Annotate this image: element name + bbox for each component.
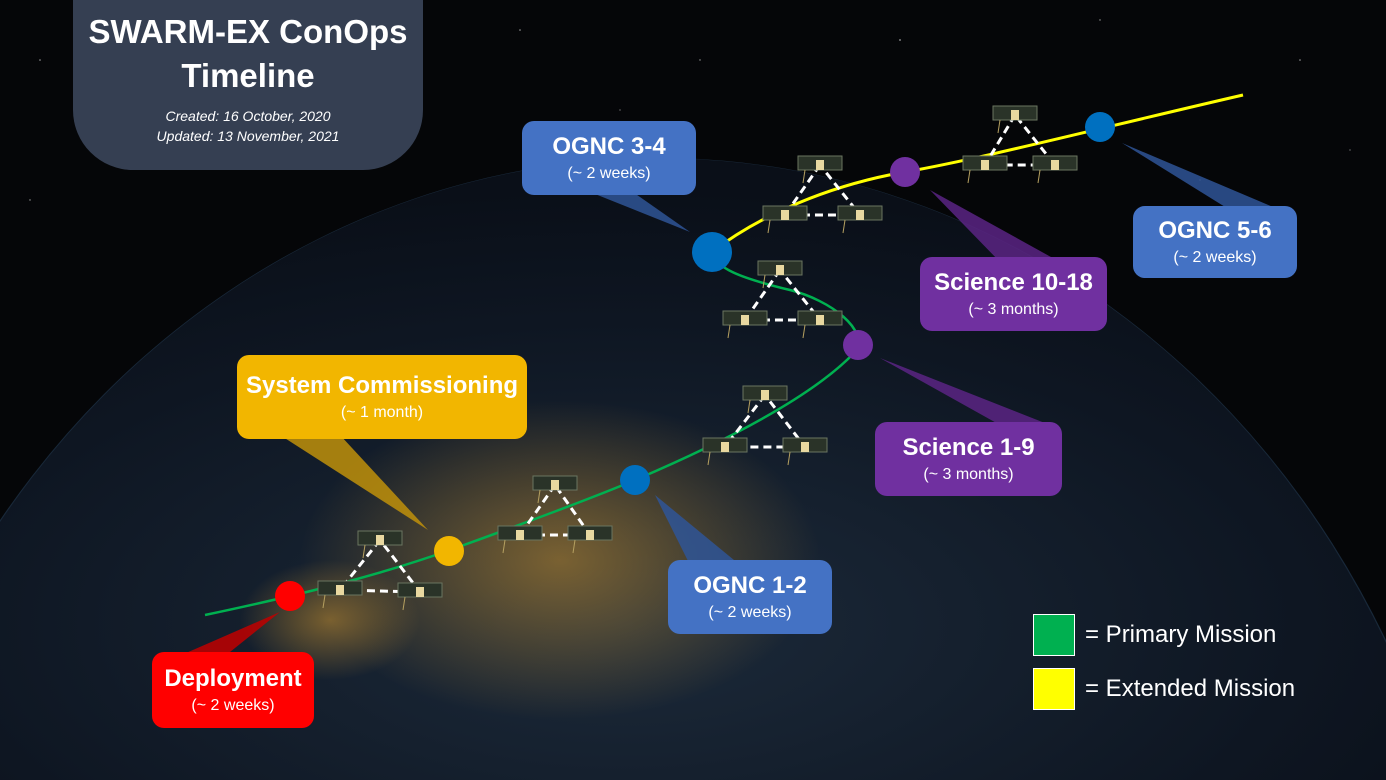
- cubesat-icon: [532, 475, 578, 504]
- callout-ognc-3-4: OGNC 3-4 (~ 2 weeks): [522, 121, 696, 195]
- phase-name: Deployment: [164, 665, 302, 692]
- callout-pointer: [170, 612, 280, 660]
- created-date: Created: 16 October, 2020: [165, 108, 331, 124]
- callout-ognc-1-2: OGNC 1-2 (~ 2 weeks): [668, 560, 832, 634]
- cubesat-icon: [992, 105, 1038, 134]
- satellite-formation: [497, 475, 613, 554]
- phase-name: OGNC 1-2: [693, 572, 807, 599]
- cubesat-icon: [742, 385, 788, 414]
- marker-ognc-3-4: [692, 232, 732, 272]
- legend-extended: = Extended Mission: [1033, 668, 1295, 710]
- cubesat-icon: [837, 205, 883, 234]
- phase-name: OGNC 3-4: [552, 133, 666, 160]
- updated-date: Updated: 13 November, 2021: [156, 128, 340, 144]
- satellite-formation: [702, 385, 828, 466]
- phase-name: Science 10-18: [934, 269, 1093, 296]
- page-title: SWARM-EX ConOps: [88, 13, 408, 50]
- legend-swatch-green: [1033, 614, 1075, 656]
- callout-system-commissioning: System Commissioning (~ 1 month): [237, 355, 527, 439]
- cubesat-icon: [797, 310, 843, 339]
- legend-label: = Primary Mission: [1085, 621, 1277, 648]
- formation-link: [336, 537, 424, 594]
- milestone-markers: [275, 112, 1115, 611]
- callout-pointer: [1122, 143, 1280, 210]
- phase-duration: (~ 2 weeks): [567, 165, 651, 182]
- phase-name: OGNC 5-6: [1158, 217, 1272, 244]
- marker-science-1-9: [843, 330, 873, 360]
- cubesat-icon: [567, 525, 613, 554]
- primary-mission-path: [204, 251, 860, 617]
- formation-link: [742, 267, 824, 322]
- legend-primary: = Primary Mission: [1033, 614, 1276, 656]
- callout-pointer: [655, 495, 740, 565]
- cubesat-icon: [782, 437, 828, 466]
- city-lights: [300, 400, 820, 720]
- stars: [29, 19, 1351, 201]
- title-card: SWARM-EX ConOps Timeline Created: 16 Oct…: [73, 0, 423, 170]
- formation-link: [782, 162, 864, 217]
- cubesat-icon: [797, 155, 843, 184]
- cubesat-icon: [762, 205, 808, 234]
- callout-pointer: [585, 190, 690, 232]
- satellite-formation: [962, 105, 1078, 184]
- legend-swatch-yellow: [1033, 668, 1075, 710]
- legend-label: = Extended Mission: [1085, 675, 1296, 702]
- formation-link: [982, 112, 1059, 167]
- formation-link: [721, 392, 809, 449]
- cubesat-icon: [702, 437, 748, 466]
- marker-ognc-1-2: [620, 465, 650, 495]
- cubesat-icon: [757, 260, 803, 289]
- callout-pointer: [880, 358, 1050, 425]
- formation-link: [517, 482, 593, 537]
- page-title-line2: Timeline: [181, 57, 315, 94]
- phase-name: Science 1-9: [902, 434, 1035, 461]
- cubesat-icon: [317, 580, 363, 609]
- callout-deployment: Deployment (~ 2 weeks): [152, 652, 314, 728]
- marker-deployment: [275, 581, 305, 611]
- phase-duration: (~ 1 month): [340, 404, 424, 421]
- satellite-formation: [762, 155, 883, 234]
- cubesat-icon: [962, 155, 1008, 184]
- phase-duration: (~ 2 weeks): [191, 697, 275, 714]
- callout-science-10-18: Science 10-18 (~ 3 months): [920, 257, 1107, 331]
- cubesat-icon: [397, 582, 443, 611]
- cubesat-icon: [1032, 155, 1078, 184]
- phase-duration: (~ 3 months): [968, 301, 1059, 318]
- marker-ognc-5-6: [1085, 112, 1115, 142]
- callout-ognc-5-6: OGNC 5-6 (~ 2 weeks): [1133, 206, 1297, 278]
- callout-pointer: [280, 435, 428, 530]
- cubesat-icon: [497, 525, 543, 554]
- marker-science-10-18: [890, 157, 920, 187]
- phase-name: System Commissioning: [245, 372, 519, 399]
- callout-pointer: [930, 190, 1060, 262]
- satellite-formations: [317, 105, 1078, 611]
- phase-duration: (~ 2 weeks): [1173, 249, 1257, 266]
- satellite-formation: [722, 260, 843, 339]
- satellite-formation: [317, 530, 443, 611]
- marker-commissioning: [434, 536, 464, 566]
- cubesat-icon: [357, 530, 403, 559]
- cubesat-icon: [722, 310, 768, 339]
- callout-science-1-9: Science 1-9 (~ 3 months): [875, 422, 1062, 496]
- phase-duration: (~ 3 months): [923, 466, 1014, 483]
- phase-duration: (~ 2 weeks): [708, 604, 792, 621]
- callout-pointers: [170, 143, 1280, 660]
